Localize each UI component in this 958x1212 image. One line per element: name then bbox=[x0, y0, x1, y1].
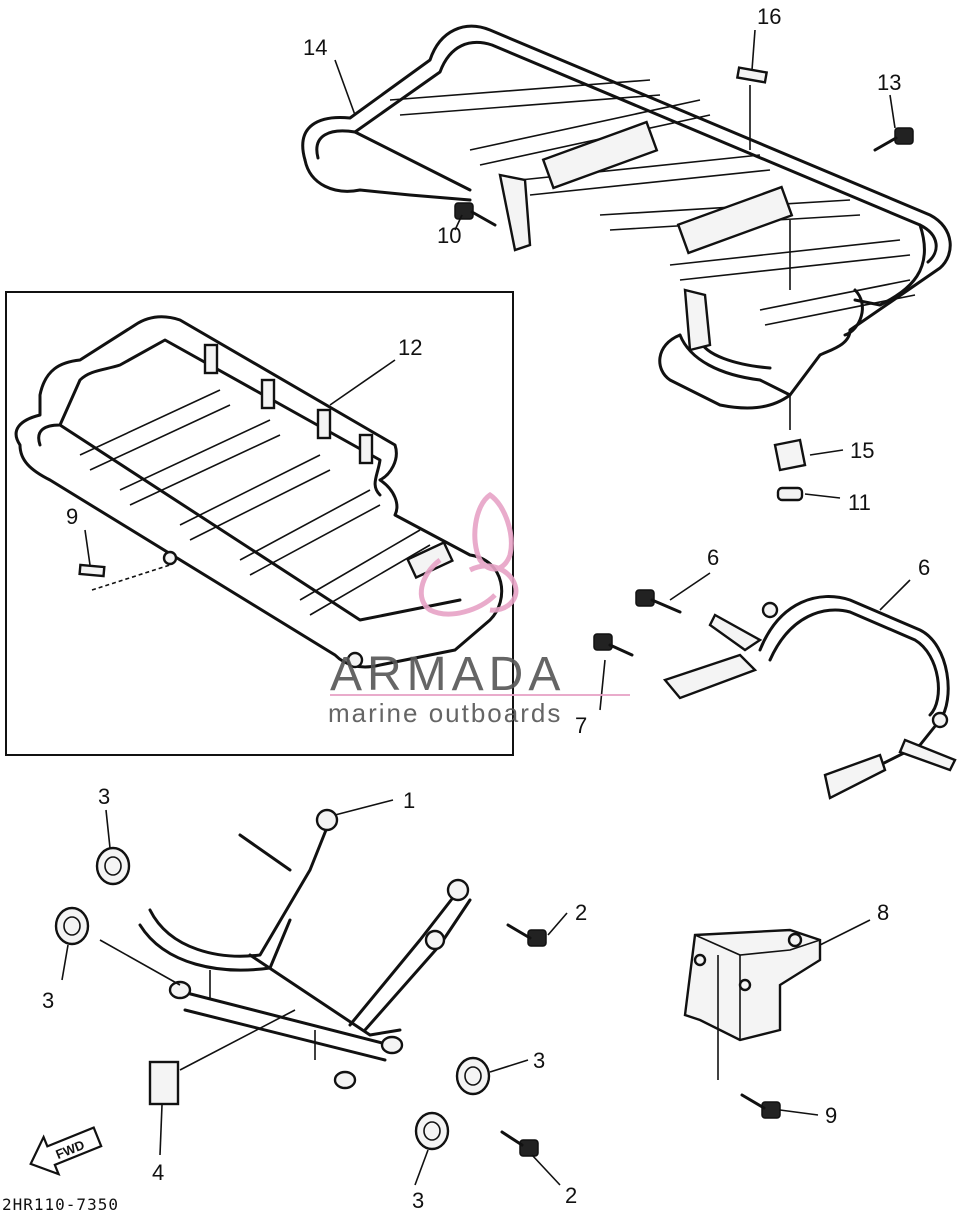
callout-3d: 3 bbox=[412, 1188, 424, 1212]
callout-10: 10 bbox=[437, 223, 461, 248]
bolt-8 bbox=[740, 1093, 781, 1119]
front-carrier bbox=[14, 315, 504, 669]
leader-lines bbox=[61, 29, 911, 1186]
callout-15: 12 bbox=[398, 335, 422, 360]
watermark-tagline: marine outboards bbox=[328, 698, 562, 728]
bolt-2b bbox=[500, 1130, 539, 1157]
grommet-3b bbox=[54, 906, 90, 946]
fwd-arrow: FWD bbox=[29, 1126, 103, 1177]
callout-6a: 6 bbox=[707, 545, 719, 570]
callout-5: 6 bbox=[918, 555, 930, 580]
callout-8: 9 bbox=[825, 1103, 837, 1128]
callout-12: 13 bbox=[877, 70, 901, 95]
rear-carrier bbox=[301, 24, 952, 430]
armada-logo-mark bbox=[418, 491, 519, 617]
label-4 bbox=[148, 1060, 180, 1106]
watermark-brand: ARMADA bbox=[330, 648, 565, 701]
bolt-2a bbox=[506, 923, 547, 947]
armada-watermark: ARMADA marine outboards bbox=[328, 491, 630, 728]
collar-11 bbox=[776, 486, 804, 502]
callout-4: 4 bbox=[152, 1160, 164, 1185]
callout-1: 1 bbox=[403, 788, 415, 813]
callout-3c: 3 bbox=[533, 1048, 545, 1073]
callout-3a: 3 bbox=[98, 784, 110, 809]
grommet-3d bbox=[414, 1111, 450, 1151]
callout-11: 11 bbox=[848, 490, 871, 515]
callouts: 14 16 13 10 15 11 12 9 6 6 7 1 3 2 8 3 3… bbox=[42, 4, 930, 1212]
grommet-3c bbox=[455, 1056, 491, 1096]
bolt-12 bbox=[873, 127, 914, 152]
label-14 bbox=[735, 66, 769, 84]
bolt-10 bbox=[454, 202, 497, 227]
bolt-6a bbox=[635, 589, 682, 614]
callout-14: 16 bbox=[757, 4, 781, 29]
bracket-7 bbox=[683, 928, 822, 1042]
callout-3b: 3 bbox=[42, 988, 54, 1013]
callout-13: 15 bbox=[850, 438, 874, 463]
callout-2a: 2 bbox=[575, 900, 587, 925]
callout-16: 9 bbox=[66, 504, 78, 529]
grommet-3a bbox=[95, 846, 131, 886]
front-bumper bbox=[138, 808, 472, 1090]
label-16 bbox=[78, 563, 106, 578]
callout-6b: 7 bbox=[575, 713, 587, 738]
clip-13 bbox=[773, 438, 807, 472]
callout-9: 14 bbox=[303, 35, 327, 60]
callout-7: 8 bbox=[877, 900, 889, 925]
inset-frame bbox=[5, 291, 514, 756]
part-code: 2HR110-7350 bbox=[2, 1195, 119, 1212]
rear-guard bbox=[662, 595, 957, 800]
bolt-6b bbox=[593, 633, 634, 657]
callout-2b: 2 bbox=[565, 1183, 577, 1208]
